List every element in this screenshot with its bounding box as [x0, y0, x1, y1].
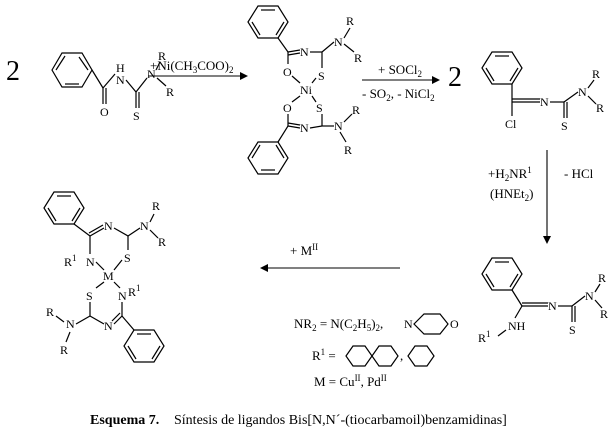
amidine-n: N	[548, 299, 557, 313]
chloride-s: S	[561, 119, 568, 133]
step1-reagent: +Ni(CH3COO)2	[150, 58, 234, 75]
thiocarbamoyl-benzamidine: N S N R R NH R1	[478, 257, 608, 345]
caption-text: Síntesis de ligandos Bis[N,N´-(tiocarbam…	[174, 413, 507, 428]
reactant-nh-n: N	[116, 73, 125, 87]
mc-top-amine-n: N	[140, 219, 149, 233]
mc-top-r1: R	[152, 199, 160, 213]
step2-arrow: + SOCl2 - SO2, - NiCl2	[362, 62, 440, 103]
mc-bottom-r1-sub: R1	[128, 283, 141, 299]
caption-label: Esquema 7.	[90, 413, 159, 428]
morpholine-ring-icon: N O	[404, 313, 459, 335]
benzene-ring	[51, 52, 93, 88]
benzene-ring-bottom	[123, 329, 165, 363]
step1-arrow: +Ni(CH3COO)2	[148, 58, 248, 80]
reactant-oxygen: O	[100, 105, 109, 119]
svg-text:O: O	[450, 317, 459, 331]
reactant-sulfur: S	[133, 109, 140, 123]
reactant-nh-h: H	[116, 61, 125, 75]
mc-top-s: S	[124, 251, 131, 265]
amidine-nh: NH	[508, 319, 526, 333]
mc-bottom-r2: R	[60, 343, 68, 357]
legend-nr2: NR2 = N(C2H5)2,	[294, 316, 383, 333]
step4-arrow: + MII	[260, 242, 400, 272]
amidine-r2: R	[600, 307, 608, 321]
phenyl-icon	[407, 345, 435, 367]
chloride-amine-n: N	[578, 85, 587, 99]
mc-metal: M	[103, 269, 114, 283]
reactant-r-top: R	[158, 49, 166, 63]
chloride-r2: R	[596, 101, 604, 115]
chloride-n: N	[540, 95, 549, 109]
amidine-r1-sub: R1	[478, 329, 491, 345]
benzene-ring-top	[247, 5, 289, 39]
substituent-legend: NR2 = N(C2H5)2, N O R1 = , M = CuII, PdI…	[294, 313, 459, 389]
chloride-coefficient: 2	[448, 62, 462, 93]
ni-metal: Ni	[300, 83, 313, 97]
amidine-amine-n: N	[585, 289, 594, 303]
ni-top-s: S	[318, 69, 325, 83]
benzene-ring	[481, 51, 523, 85]
amidine-s: S	[569, 323, 576, 337]
mc-bottom-s: S	[86, 289, 93, 303]
legend-m: M = CuII, PdII	[314, 373, 387, 389]
ni-top-n: N	[300, 45, 309, 59]
ni-bottom-r1: R	[352, 103, 360, 117]
svg-text:,: ,	[400, 348, 403, 363]
ni-top-o: O	[283, 65, 292, 79]
step2-reagent-top: + SOCl2	[378, 62, 422, 79]
imidoyl-chloride: 2 Cl N S N R R	[448, 51, 604, 133]
ni-bottom-o: O	[283, 101, 292, 115]
ni-top-r1: R	[346, 14, 354, 28]
mc-top-r1-sub: R1	[64, 253, 77, 269]
bis-ligand-metal-complex: N N R R S N R1 M S N R1 N N R R	[43, 191, 166, 363]
reactant-benzoylthiourea: 2 O H N S N R R	[6, 49, 174, 123]
step3-byproduct: - HCl	[564, 166, 594, 181]
ni-bottom-r2: R	[344, 143, 352, 157]
mc-bottom-r1: R	[46, 305, 54, 319]
step3-arrow: +H2NR1 (HNEt2) - HCl	[488, 150, 594, 244]
naphthalene-icon	[345, 345, 399, 367]
nickel-complex: N N R R S O Ni O S N N R R	[247, 5, 362, 175]
svg-text:N: N	[404, 317, 413, 331]
step2-reagent-bottom: - SO2, - NiCl2	[362, 86, 435, 103]
benzene-ring-bottom	[247, 141, 289, 175]
chloride-r1: R	[592, 67, 600, 81]
benzene-ring	[481, 257, 523, 291]
step4-reagent: + MII	[290, 242, 318, 258]
reactant-coefficient: 2	[6, 56, 20, 87]
reactant-r-bottom: R	[166, 85, 174, 99]
mc-bottom-n2: N	[118, 289, 127, 303]
amidine-r1: R	[598, 271, 606, 285]
chloride-cl: Cl	[505, 117, 517, 131]
ni-top-amine-n: N	[334, 35, 343, 49]
mc-top-n: N	[104, 219, 113, 233]
legend-r1-label: R1 =	[312, 347, 336, 363]
mc-top-r2: R	[158, 235, 166, 249]
ni-bottom-n: N	[300, 121, 309, 135]
step3-reagent-bottom: (HNEt2)	[490, 186, 534, 203]
ni-bottom-amine-n: N	[334, 119, 343, 133]
benzene-ring-top	[43, 191, 85, 225]
mc-bottom-n: N	[104, 319, 113, 333]
ni-top-r2: R	[354, 51, 362, 65]
step3-reagent-top: +H2NR1	[488, 165, 532, 183]
figure-caption: Esquema 7. Síntesis de ligandos Bis[N,N´…	[90, 413, 507, 428]
mc-bottom-amine-n: N	[66, 317, 75, 331]
ni-bottom-s: S	[316, 101, 323, 115]
reactant-amine-n: N	[147, 67, 156, 81]
mc-top-n2: N	[86, 255, 95, 269]
